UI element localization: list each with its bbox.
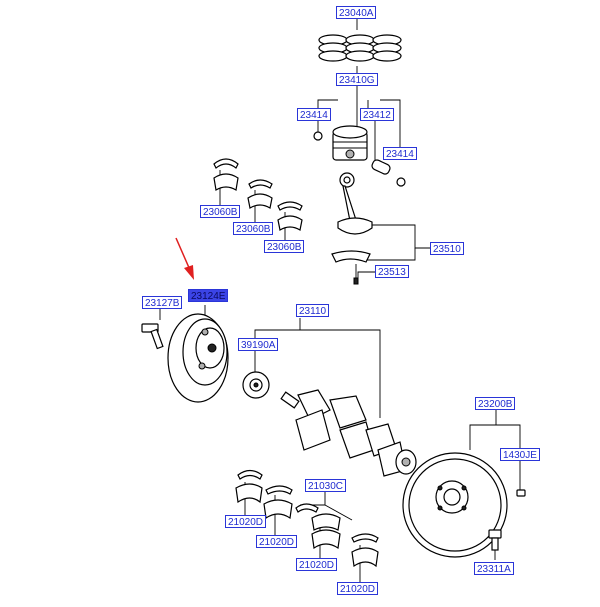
flywheel-bolt-drawing	[488, 529, 502, 551]
part-label-conrod[interactable]: 23510	[430, 242, 464, 255]
sprocket-drawing	[242, 371, 270, 399]
flywheel-drawing	[402, 452, 508, 558]
part-label-flywheel-bolt[interactable]: 23311A	[474, 562, 514, 575]
part-label-main-bearing-1[interactable]: 21020D	[225, 515, 267, 528]
part-label-sprocket[interactable]: 39190A	[238, 338, 279, 351]
main-bearings-drawing	[235, 469, 379, 568]
part-label-bearing-upper-3[interactable]: 23060B	[264, 240, 305, 253]
conrod-drawing	[331, 172, 373, 285]
piston-pin-drawing	[371, 159, 391, 175]
part-label-clip-right[interactable]: 23414	[383, 147, 417, 160]
upper-bearings-drawing	[213, 158, 303, 231]
part-label-pulley-bolt[interactable]: 23127B	[142, 296, 183, 309]
part-label-piston[interactable]: 23410G	[336, 73, 378, 86]
crankshaft-drawing	[280, 389, 417, 477]
dowel-drawing	[516, 489, 526, 497]
part-label-rod-bolt[interactable]: 23513	[375, 265, 409, 278]
part-label-bearing-upper-2[interactable]: 23060B	[233, 222, 274, 235]
part-label-flywheel[interactable]: 23200B	[475, 397, 516, 410]
part-label-bearing-upper-1[interactable]: 23060B	[200, 205, 241, 218]
part-label-dowel[interactable]: 1430JE	[500, 448, 540, 461]
clip-right-drawing	[396, 177, 406, 187]
crank-pulley-drawing	[167, 313, 229, 403]
part-label-crankshaft[interactable]: 23110	[296, 304, 330, 317]
piston-rings-drawing	[318, 34, 402, 62]
pointer-arrow	[175, 237, 194, 280]
clip-left-drawing	[313, 131, 323, 141]
part-label-main-bearing-2[interactable]: 21020D	[256, 535, 298, 548]
part-label-pin[interactable]: 23412	[360, 108, 394, 121]
part-label-thrust[interactable]: 21030C	[305, 479, 347, 492]
part-label-clip-left[interactable]: 23414	[297, 108, 331, 121]
part-label-pulley-highlighted[interactable]: 23124E	[188, 289, 229, 302]
pulley-bolt-drawing	[141, 323, 164, 350]
piston-drawing	[332, 125, 368, 161]
part-label-rings[interactable]: 23040A	[336, 6, 377, 19]
part-label-main-bearing-3[interactable]: 21020D	[296, 558, 338, 571]
part-label-main-bearing-4[interactable]: 21020D	[337, 582, 379, 595]
